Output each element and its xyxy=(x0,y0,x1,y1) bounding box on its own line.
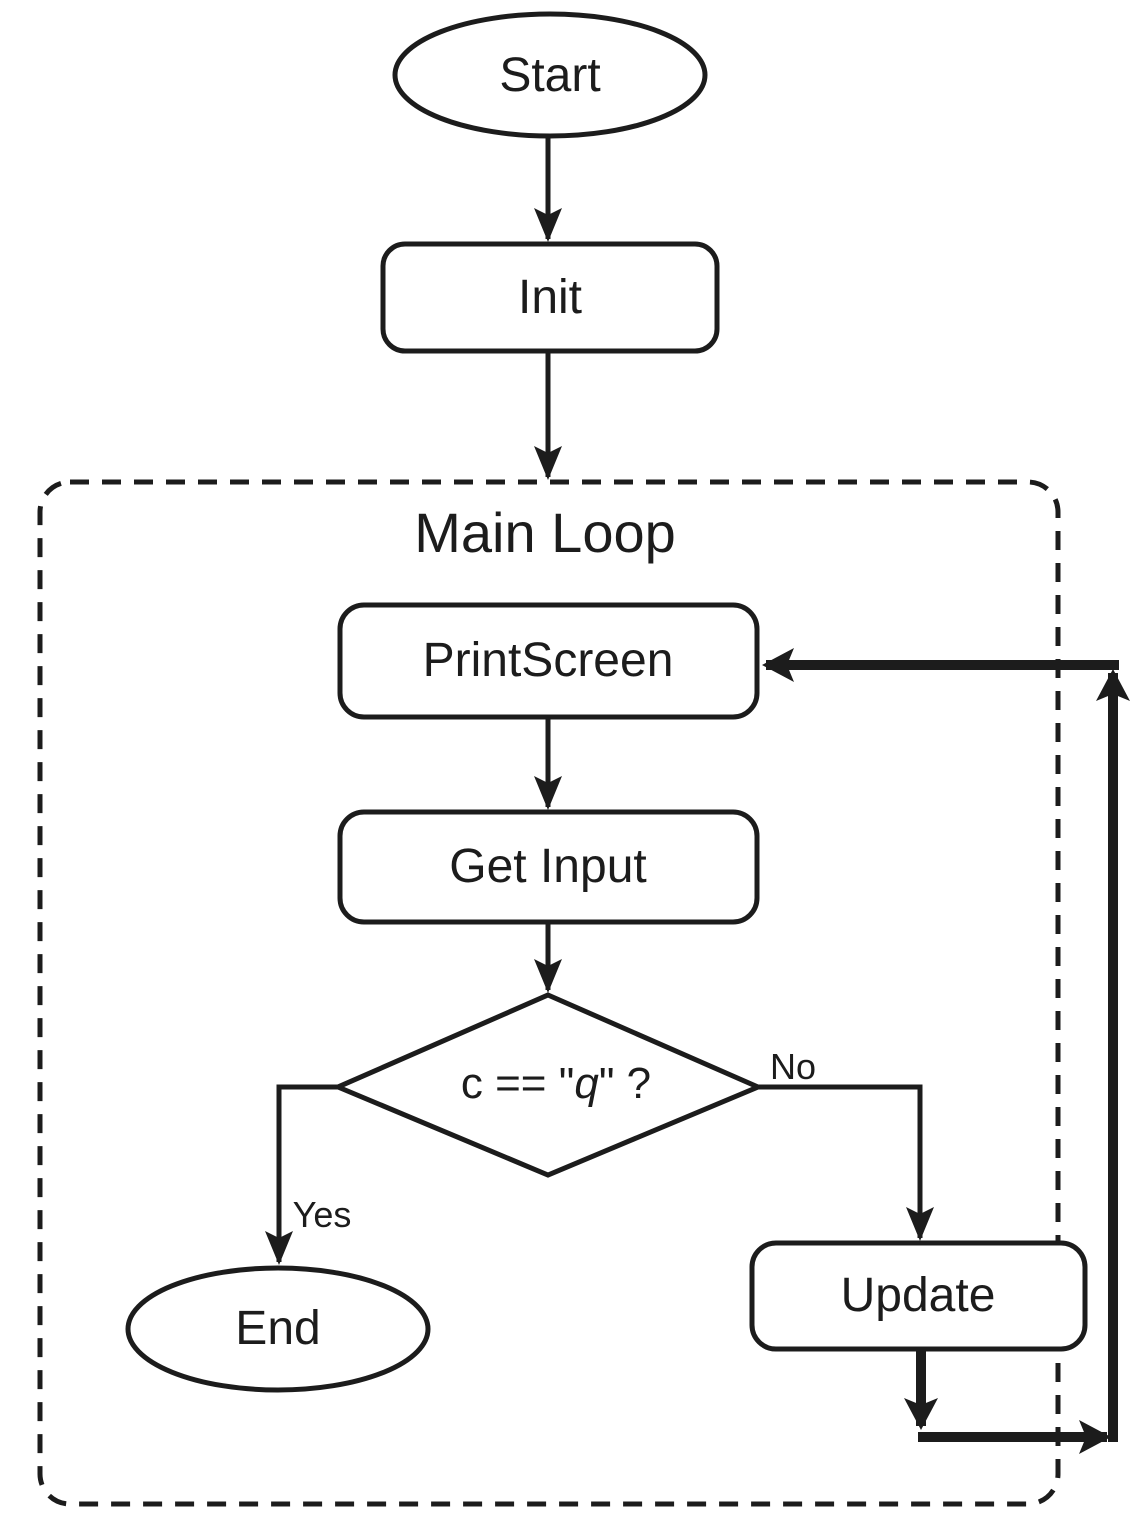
main-loop-container-border xyxy=(37,479,1061,1507)
decision-label-post: " ? xyxy=(598,1059,652,1108)
printscreen-process-shape xyxy=(337,602,760,720)
decision-diamond-shape xyxy=(331,992,765,1178)
start-label: Start xyxy=(499,49,601,102)
no-branch-label: No xyxy=(769,1046,817,1087)
yes-branch-label: Yes xyxy=(292,1194,352,1235)
init-label: Init xyxy=(517,271,583,324)
decision-label-variable: q xyxy=(574,1059,599,1108)
edge-decision-no-update xyxy=(758,1084,934,1241)
end-terminator-shape xyxy=(125,1265,431,1393)
update-process-shape xyxy=(749,1240,1088,1352)
update-label: Update xyxy=(840,1269,996,1322)
getinput-label: Get Input xyxy=(449,840,647,893)
decision-label: c == "q" ? xyxy=(461,1062,651,1106)
decision-label-pre: c == " xyxy=(460,1059,575,1108)
edge-decision-yes-end xyxy=(265,1084,338,1265)
init-process-shape xyxy=(380,241,720,354)
printscreen-label: PrintScreen xyxy=(422,634,674,687)
main-loop-title: Main Loop xyxy=(414,501,676,564)
end-label: End xyxy=(235,1302,321,1355)
getinput-process-shape xyxy=(337,809,760,925)
start-terminator-shape xyxy=(392,11,708,139)
